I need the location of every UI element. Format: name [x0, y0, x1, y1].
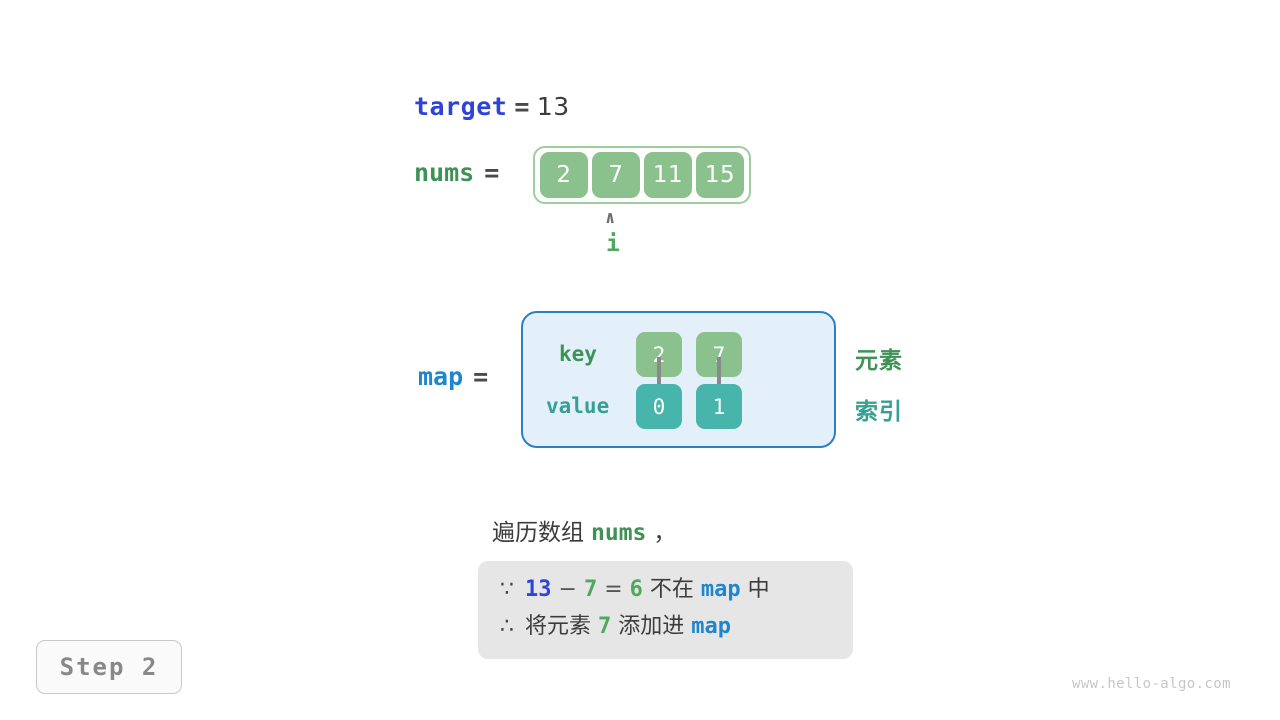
array-cell: 7	[592, 152, 640, 198]
conclusion-not-in-text: 不在	[649, 577, 694, 602]
map-grid: key value 2 7 0 1	[523, 313, 834, 446]
array-cell: 11	[644, 152, 692, 198]
description-line: 遍历数组 nums，	[492, 513, 676, 547]
minus-sign: −	[558, 577, 577, 602]
map-row-label-key: key	[559, 342, 597, 366]
description-prefix: 遍历数组	[492, 520, 584, 546]
conclusion-add-into-text: 添加进	[618, 613, 685, 639]
array-cell: 2	[540, 152, 588, 198]
conclusion-in-text: 中	[747, 577, 770, 602]
array-cell: 15	[696, 152, 744, 198]
conclusion-map-token: map	[700, 577, 741, 602]
conclusion-add-element-text: 将元素	[525, 613, 592, 639]
map-label-row: map =	[418, 362, 488, 391]
nums-equals-sign: =	[484, 158, 500, 187]
description-suffix: ，	[653, 520, 677, 546]
conclusion-added-num: 7	[598, 613, 612, 639]
map-equals-sign: =	[473, 362, 489, 391]
conclusion-complement: 6	[629, 577, 643, 602]
therefore-symbol: ∴	[500, 613, 514, 639]
step-badge: Step 2	[36, 640, 182, 694]
map-container: key value 2 7 0 1	[521, 311, 836, 448]
map-variable-name: map	[418, 362, 464, 391]
target-variable-name: target	[414, 92, 508, 121]
pointer-caret-icon: ∧	[605, 208, 616, 228]
legend-element: 元素	[855, 348, 903, 374]
equals-sign: =	[604, 577, 623, 602]
nums-array: 2 7 11 15	[533, 146, 751, 204]
conclusion-current-num: 7	[583, 577, 598, 602]
map-value-cell: 1	[696, 384, 742, 429]
legend-index: 索引	[855, 399, 903, 425]
pointer-label-i: i	[606, 231, 620, 257]
watermark: www.hello-algo.com	[1072, 676, 1231, 692]
conclusion-target-value: 13	[525, 577, 552, 602]
map-value-cell: 0	[636, 384, 682, 429]
because-symbol: ∵	[500, 577, 514, 602]
description-code-nums: nums	[591, 520, 647, 546]
map-row-label-value: value	[546, 394, 610, 418]
target-row: target=13	[414, 92, 570, 121]
nums-variable-name: nums	[414, 158, 475, 187]
nums-label-row: nums =	[414, 158, 499, 187]
conclusion-map-token: map	[691, 613, 732, 639]
target-equals-sign: =	[514, 92, 530, 121]
target-value: 13	[536, 92, 570, 121]
